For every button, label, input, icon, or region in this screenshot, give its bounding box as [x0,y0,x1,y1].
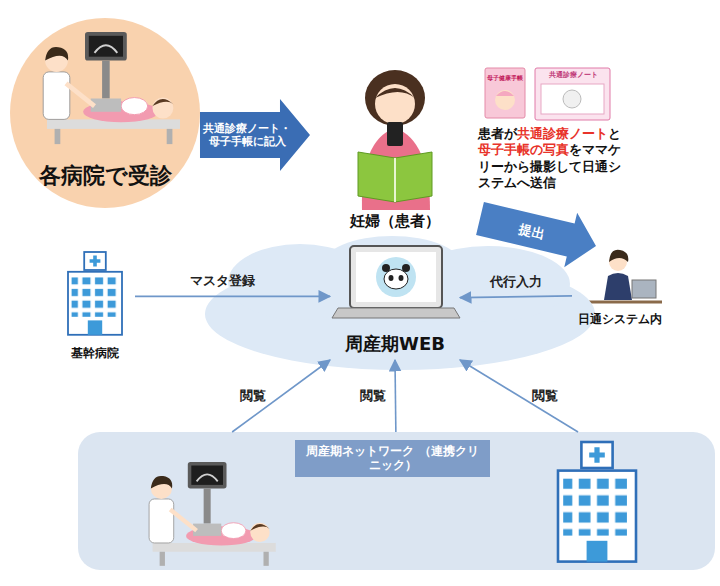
clinic-circle-shape [10,18,200,208]
operator-figure [584,250,662,302]
flow-arrow [135,296,330,298]
clinic-building [558,442,636,562]
notebook-title: 共通診療ノート [538,71,608,80]
note-text: 患者が共通診療ノートと母子手帳の写真をママケリーから撮影して日通システムへ送信 [478,126,624,191]
node-label: 妊婦（患者） [310,212,480,230]
network-band-shape [78,432,715,570]
network-heading: 周産期ネットワーク （連携クリニック） [295,440,490,477]
block-arrow [200,99,310,171]
hospital-building [68,252,122,335]
label-text: 共通診療ノート [517,126,608,141]
label-text: 患者が [478,126,517,141]
block-arrow [476,202,596,267]
flow-arrow [394,360,396,432]
label-text: と [608,126,621,141]
clinic-scene [149,462,276,566]
edge-label: 提出 [518,222,547,243]
node-label: 各病院で受診 [10,163,200,189]
web-system-node: 周産期WEB [330,240,460,360]
label-text: 共通診療ノート [549,71,598,79]
ultrasound-scene [43,32,180,144]
flow-arrow [460,296,572,298]
flow-arrow [232,360,330,432]
label-text: 母子手帳の写真 [478,142,569,157]
pregnant-woman [358,70,432,210]
hospital-node: 基幹病院 [55,248,135,366]
patient-node: 妊婦（患者） [310,70,480,235]
operator-node: 日通システム内 [572,246,668,332]
cloud [205,236,595,370]
notebook-title: 母子健康手帳 [486,74,524,82]
label-text: 母子健康手帳 [487,74,523,81]
clinic-circle: 各病院で受診 [10,18,200,208]
node-label: 基幹病院 [55,346,135,360]
edge-label: 閲覧 [532,388,558,404]
notebook-icons [485,68,610,120]
edge-label: 閲覧 [360,388,386,404]
node-label: 日通システム内 [572,312,668,326]
edge-label: 共通診療ノート・ 母子手帳に記入 [201,122,293,148]
node-label: 周産期WEB [330,333,460,355]
edge-label: 閲覧 [240,388,266,404]
edge-label: 代行入力 [490,274,542,290]
laptop-icon [332,246,460,318]
network-band: 周産期ネットワーク （連携クリニック） [78,432,715,570]
flow-arrow [460,360,578,432]
edge-label: マスタ登録 [190,274,255,290]
